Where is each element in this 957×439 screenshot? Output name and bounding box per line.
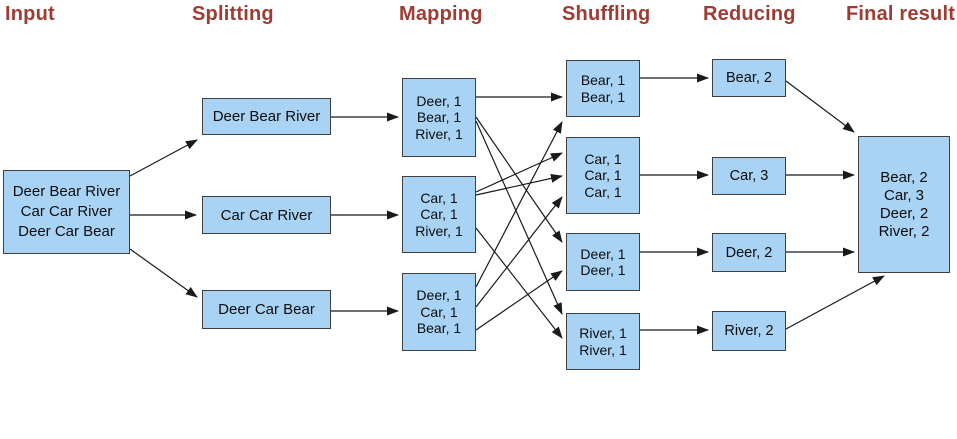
box-line: Car Car River (20, 203, 113, 220)
splitting-box-3: Deer Car Bear (202, 290, 331, 329)
reducing-box-deer: Deer, 2 (712, 233, 786, 272)
box-line: Car, 3 (883, 186, 925, 204)
column-header-input: Input (5, 3, 55, 25)
box-line: Bear, 2 (880, 168, 928, 186)
column-header-final-result: Final result (846, 3, 956, 25)
arrow-map3-to-bear (475, 121, 563, 288)
column-header-mapping: Mapping (399, 3, 483, 25)
box-line: Deer Bear River (212, 108, 321, 125)
box-line: Car, 1 (420, 206, 458, 223)
box-line: Deer Car Bear (18, 223, 115, 240)
arrow-redriver-to-final (785, 275, 885, 330)
box-line: Bear, 1 (580, 88, 626, 105)
box-line: Car, 1 (420, 303, 458, 320)
box-line: Deer, 2 (725, 244, 773, 261)
reducing-box-car: Car, 3 (712, 157, 786, 195)
box-line: Deer, 1 (580, 262, 626, 278)
splitting-box-2: Car Car River (202, 196, 331, 234)
mapping-box-2: Car, 1 Car, 1 River, 1 (402, 176, 476, 253)
arrow-map2-to-car-a (475, 152, 563, 193)
arrow-map1-to-deer (475, 116, 563, 243)
box-line: River, 2 (724, 323, 774, 339)
arrow-input-to-split-1 (129, 139, 198, 177)
column-header-reducing: Reducing (703, 3, 796, 25)
box-line: Bear, 1 (580, 72, 626, 88)
box-line: Car, 1 (584, 183, 622, 200)
box-line: Car, 1 (420, 189, 458, 206)
final-result-box: Bear, 2 Car, 3 Deer, 2 River, 2 (858, 136, 950, 273)
box-line: Deer Bear River (12, 183, 121, 200)
box-line: Car, 3 (729, 168, 769, 184)
box-line: River, 1 (415, 222, 463, 239)
mapping-box-1: Deer, 1 Bear, 1 River, 1 (402, 78, 476, 157)
box-line: River, 1 (579, 341, 627, 358)
arrow-map1-to-river (475, 120, 563, 315)
shuffling-box-car: Car, 1 Car, 1 Car, 1 (566, 137, 640, 214)
box-line: Deer, 2 (879, 204, 929, 222)
box-line: Bear, 1 (416, 109, 462, 126)
arrow-map3-to-car (475, 196, 563, 308)
box-line: Car, 1 (584, 150, 622, 167)
input-box: Deer Bear River Car Car River Deer Car B… (3, 170, 130, 254)
box-line: Deer, 1 (416, 287, 462, 304)
column-header-shuffling: Shuffling (562, 3, 651, 25)
box-line: River, 1 (415, 125, 463, 142)
box-line: Car, 1 (584, 167, 622, 184)
shuffling-box-deer: Deer, 1 Deer, 1 (566, 233, 640, 291)
reducing-box-river: River, 2 (712, 311, 786, 351)
box-line: Car Car River (220, 206, 313, 224)
shuffling-box-river: River, 1 River, 1 (566, 313, 640, 370)
splitting-box-1: Deer Bear River (202, 98, 331, 135)
box-line: Bear, 1 (416, 320, 462, 337)
box-line: River, 1 (579, 325, 627, 341)
arrow-map3-to-deer (475, 270, 563, 331)
arrow-map2-to-river (475, 227, 563, 339)
mapping-box-3: Deer, 1 Car, 1 Bear, 1 (402, 273, 476, 351)
column-header-splitting: Splitting (192, 3, 274, 25)
box-line: Deer, 1 (580, 245, 626, 262)
arrow-input-to-split-3 (129, 248, 198, 298)
arrow-map2-to-car-b (475, 173, 563, 196)
box-line: Deer Car Bear (218, 301, 315, 318)
box-line: Bear, 2 (726, 70, 772, 86)
arrow-redbear-to-final (785, 80, 855, 133)
box-line: River, 2 (878, 222, 930, 240)
box-line: Deer, 1 (416, 92, 462, 109)
reducing-box-bear: Bear, 2 (712, 59, 786, 97)
shuffling-box-bear: Bear, 1 Bear, 1 (566, 60, 640, 117)
